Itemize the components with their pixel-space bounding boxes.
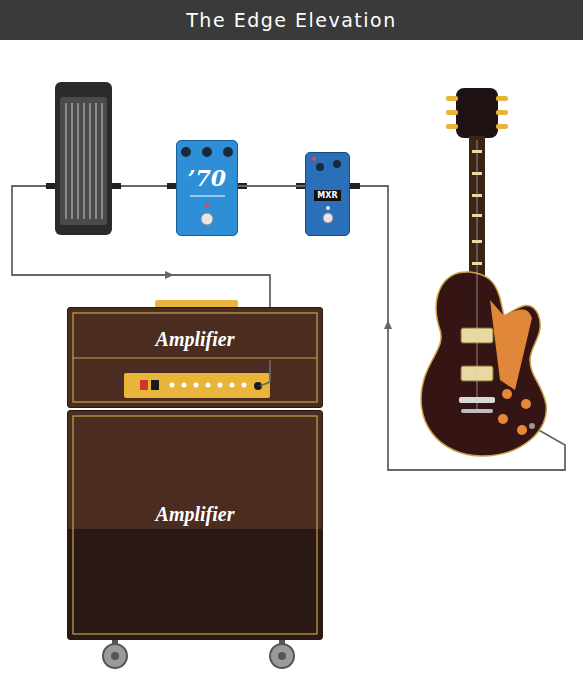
guitar-cable — [352, 186, 565, 470]
jack-plug — [46, 183, 56, 189]
standby-switch — [151, 380, 159, 390]
caster-hub — [278, 652, 286, 660]
tuners — [446, 96, 508, 129]
node-label: ’70 — [188, 165, 226, 191]
tuner — [446, 110, 458, 115]
treadle-rib — [101, 103, 103, 219]
overdrive-pedal: MXR — [305, 152, 350, 236]
amp-knob — [170, 383, 175, 388]
tuner — [496, 124, 508, 129]
text-row: Amplifier — [68, 328, 322, 351]
node-label: Amplifier — [156, 328, 235, 350]
control-knob — [517, 425, 527, 435]
amp-trim — [73, 357, 317, 358]
bridge — [459, 397, 495, 403]
amp-knob — [206, 383, 211, 388]
speaker-cabinet: Amplifier — [67, 410, 323, 640]
pedal-led — [205, 203, 209, 207]
output-jack — [529, 423, 535, 429]
pedal-knob — [202, 147, 212, 157]
inlay — [472, 240, 482, 243]
pedal-knob — [333, 160, 341, 168]
guitar-body — [421, 272, 546, 456]
wah-treadle — [60, 97, 107, 225]
pickup — [461, 366, 493, 381]
treadle-rib — [65, 103, 67, 219]
flow-arrow — [384, 320, 392, 329]
fret-inlays — [472, 150, 482, 283]
treadle-ribs — [66, 103, 102, 219]
power-switch — [140, 380, 148, 390]
caster-wheel — [270, 644, 294, 668]
text-row: MXR — [306, 183, 349, 202]
control-knob — [502, 389, 512, 399]
pedal-underline — [190, 196, 225, 197]
pedal-led — [312, 157, 316, 161]
text-row: ’70 — [177, 165, 237, 191]
footswitch — [201, 213, 213, 225]
amp-head: Amplifier — [67, 307, 323, 408]
inlay — [472, 280, 482, 283]
caster-wheel — [103, 644, 127, 668]
pedal-knob — [181, 147, 191, 157]
treadle-rib — [71, 103, 73, 219]
node-label: Amplifier — [156, 503, 235, 525]
footswitch — [323, 213, 333, 223]
guitar-neck — [469, 136, 485, 306]
treadle-rib — [95, 103, 97, 219]
input-jack — [254, 382, 262, 390]
amp-knob — [242, 383, 247, 388]
amp-cable — [260, 360, 270, 386]
title-bar: The Edge Elevation — [0, 0, 583, 40]
diagram-title: The Edge Elevation — [186, 9, 397, 31]
text-row: Amplifier — [68, 503, 322, 526]
control-knob — [521, 399, 531, 409]
pickguard — [490, 300, 532, 390]
jack-plug — [237, 183, 247, 189]
tuner — [496, 110, 508, 115]
treadle-rib — [77, 103, 79, 219]
jack-plug — [350, 183, 360, 189]
pedal-knob — [316, 163, 324, 171]
guitar-headstock — [456, 88, 498, 138]
control-knob — [498, 414, 508, 424]
amp-knob — [230, 383, 235, 388]
amp-knob — [182, 383, 187, 388]
amp-knob — [218, 383, 223, 388]
inlay — [472, 172, 482, 175]
flow-arrow — [165, 271, 174, 279]
inlay — [472, 214, 482, 217]
treadle-rib — [89, 103, 91, 219]
fuzz-pedal: ’70 — [176, 140, 238, 236]
inlay — [472, 150, 482, 153]
patch-cable — [238, 185, 305, 187]
inlay — [472, 194, 482, 197]
tuner — [496, 96, 508, 101]
strings — [477, 140, 478, 411]
control-panel — [124, 373, 270, 398]
jack-plug — [111, 183, 121, 189]
tuner — [446, 96, 458, 101]
pedal-knob — [223, 147, 233, 157]
pickup — [461, 328, 493, 343]
treadle-rib — [83, 103, 85, 219]
tailpiece — [461, 409, 493, 413]
patch-cable — [112, 185, 176, 187]
pedal-led — [326, 206, 330, 210]
node-label: MXR — [314, 190, 340, 201]
amp-knob — [194, 383, 199, 388]
inlay — [472, 262, 482, 265]
tuner — [446, 124, 458, 129]
caster-hub — [111, 652, 119, 660]
cabinet-trim — [73, 416, 317, 634]
wah-pedal — [55, 82, 112, 235]
amp-trim — [73, 313, 317, 402]
